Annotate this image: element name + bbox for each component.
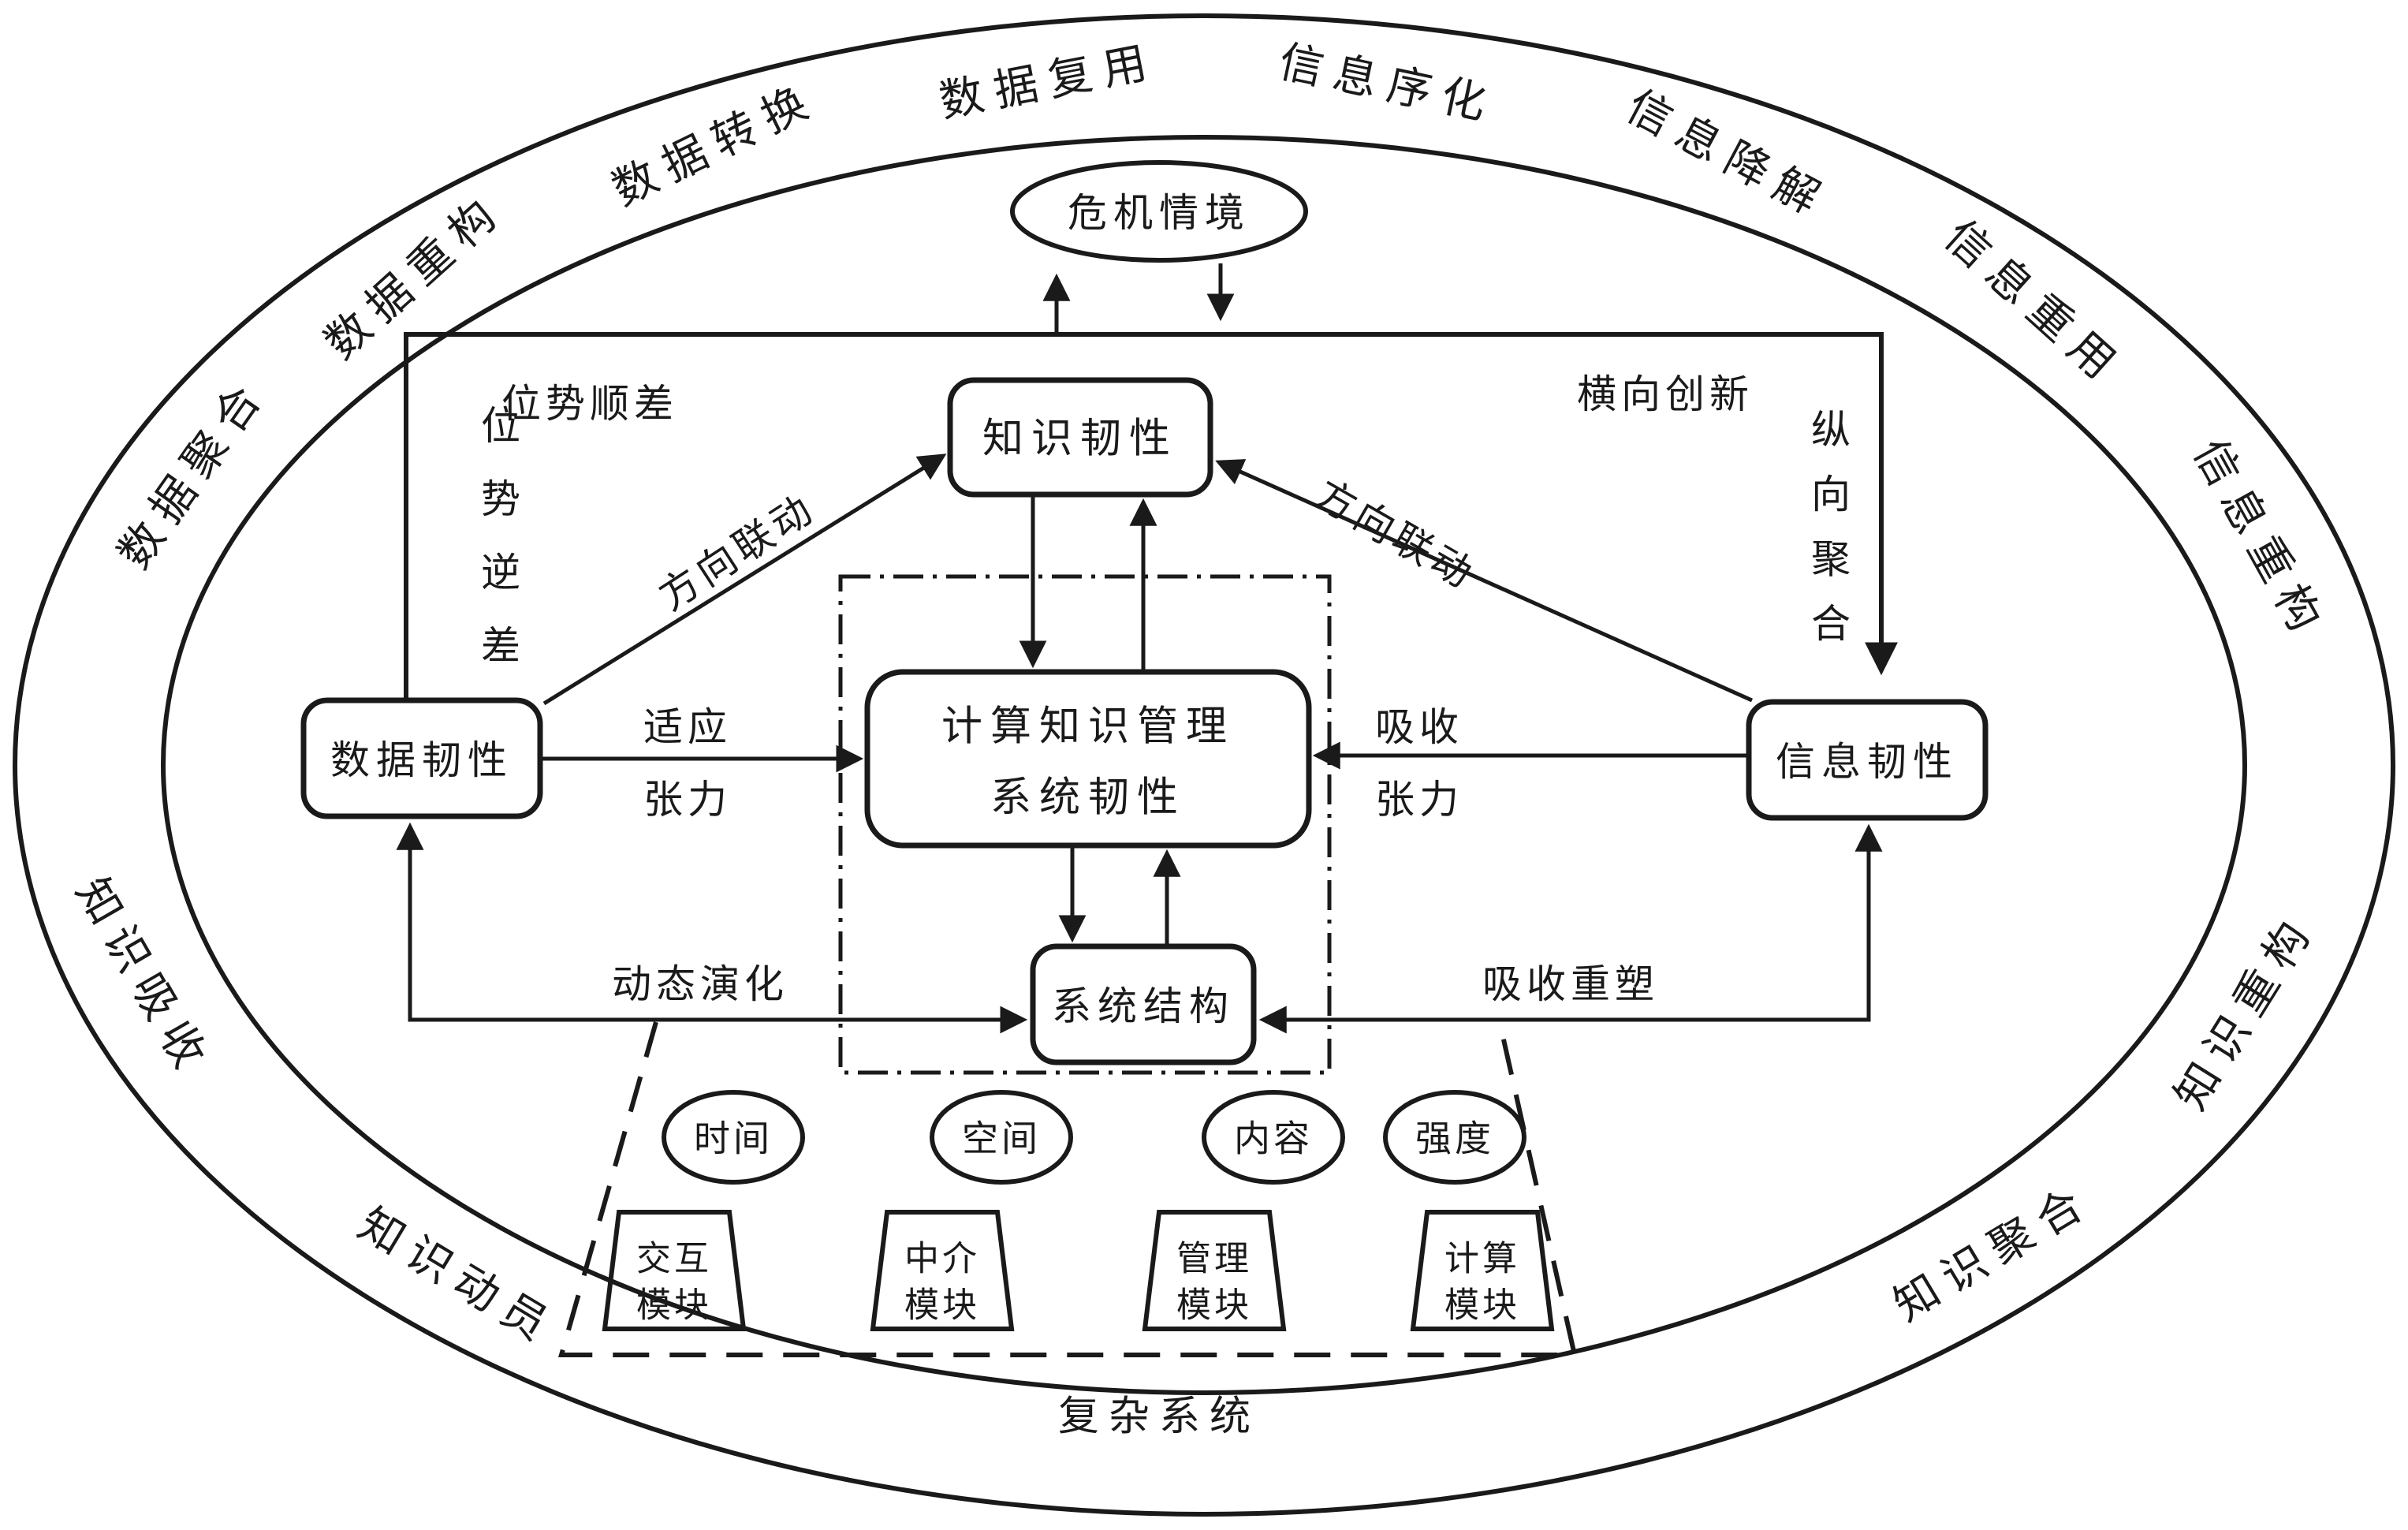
connectors bbox=[396, 453, 1883, 1034]
knowledge-resilience-label: 知识韧性 bbox=[982, 417, 1178, 462]
dashed-platform bbox=[558, 1021, 1578, 1357]
ring-label-data-conversion: 数据转换 bbox=[606, 75, 826, 215]
ring-label-info-reuse: 信息重用 bbox=[1935, 211, 2132, 395]
horizontal-innovation-label: 横向创新 bbox=[1577, 372, 1754, 416]
intensity-label: 强度 bbox=[1415, 1119, 1494, 1159]
mediation-module-label2: 模块 bbox=[904, 1286, 980, 1325]
management-module-shape bbox=[1142, 1210, 1287, 1331]
elbow-structure-info bbox=[1258, 823, 1883, 1034]
direction-linkage-left-label: 方向联动 bbox=[651, 486, 823, 619]
absorb-reshape-label: 吸收重塑 bbox=[1482, 962, 1659, 1006]
dimension-ellipses: 时间 空间 内容 强度 bbox=[662, 1090, 1526, 1185]
mediation-module-label1: 中介 bbox=[904, 1240, 980, 1278]
ring-label-knowledge-absorption: 知识吸收 bbox=[66, 870, 219, 1085]
absorb-tension-line1: 吸收 bbox=[1375, 705, 1463, 749]
potential-surplus-label: 位势顺差 bbox=[501, 382, 678, 426]
outer-ellipse bbox=[13, 13, 2395, 1517]
elbow-structure-data bbox=[396, 822, 1028, 1034]
frame-path bbox=[404, 332, 1898, 700]
module-trapezoids: 交互 模块 中介 模块 管理 模块 计算 模块 bbox=[602, 1210, 1555, 1331]
adapt-tension-line1: 适应 bbox=[643, 705, 732, 749]
info-resilience-label: 信息韧性 bbox=[1776, 740, 1959, 784]
complex-system-label: 复杂系统 bbox=[1058, 1395, 1260, 1440]
ring-label-info-degradation: 信息降解 bbox=[1619, 82, 1836, 229]
system-structure-label: 系统结构 bbox=[1052, 984, 1235, 1028]
crisis-context: 危机情境 bbox=[1010, 160, 1308, 334]
info-resilience-box bbox=[1746, 699, 1989, 821]
nodes: 知识韧性 计算知识管理 系统韧性 数据韧性 信息韧性 系统结构 bbox=[300, 377, 1989, 1065]
knowledge-resilience-box bbox=[947, 377, 1213, 498]
ring-label-info-ordering: 信息序化 bbox=[1275, 38, 1501, 132]
computing-module-shape bbox=[1410, 1210, 1555, 1331]
space-ellipse bbox=[930, 1090, 1073, 1185]
interaction-module-label2: 模块 bbox=[636, 1286, 712, 1325]
core-system-label-line2: 系统韧性 bbox=[990, 776, 1186, 821]
time-ellipse bbox=[662, 1090, 805, 1185]
data-resilience-label: 数据韧性 bbox=[330, 738, 513, 782]
ring-label-data-reuse: 数据复用 bbox=[936, 37, 1162, 127]
dashdot-boundary bbox=[838, 574, 1332, 1075]
inner-ellipse bbox=[161, 135, 2247, 1395]
ring-label-knowledge-mobilization: 知识动员 bbox=[350, 1200, 565, 1355]
crisis-ellipse bbox=[1010, 160, 1308, 263]
mediation-module-shape bbox=[870, 1210, 1015, 1331]
content-label: 内容 bbox=[1234, 1119, 1313, 1159]
management-module-label1: 管理 bbox=[1176, 1240, 1252, 1278]
potential-deficit-label: 位势逆差 bbox=[481, 404, 520, 668]
ring-label-info-restructure: 信息重构 bbox=[2184, 432, 2334, 649]
adapt-tension-line2: 张力 bbox=[643, 778, 732, 822]
management-module-label2: 模块 bbox=[1176, 1286, 1252, 1325]
core-system-box bbox=[864, 669, 1312, 849]
space-label: 空间 bbox=[962, 1119, 1041, 1159]
core-system-label-line1: 计算知识管理 bbox=[941, 705, 1235, 750]
interaction-module-label1: 交互 bbox=[636, 1240, 712, 1278]
time-label: 时间 bbox=[694, 1119, 773, 1159]
ring-label-data-aggregation: 数据聚合 bbox=[110, 369, 276, 578]
vertical-aggregation-label: 纵向聚合 bbox=[1811, 408, 1851, 646]
direction-linkage-right-label: 方向联动 bbox=[1308, 472, 1483, 598]
computing-module-label2: 模块 bbox=[1444, 1286, 1520, 1325]
computing-module-label1: 计算 bbox=[1444, 1240, 1520, 1278]
interaction-module-shape bbox=[602, 1210, 747, 1331]
ring-label-knowledge-aggregation: 知识聚合 bbox=[1886, 1175, 2100, 1330]
crisis-label: 危机情境 bbox=[1068, 191, 1251, 235]
arrow-data-to-knowledge-diagonal bbox=[542, 453, 947, 706]
ring-label-knowledge-restructure: 知识重构 bbox=[2167, 905, 2325, 1118]
dynamic-evolution-label: 动态演化 bbox=[612, 962, 788, 1006]
intensity-ellipse bbox=[1383, 1090, 1526, 1185]
ring-label-data-restructure: 数据重构 bbox=[316, 185, 513, 368]
content-ellipse bbox=[1202, 1090, 1345, 1185]
outer-frame bbox=[404, 332, 1898, 700]
system-structure-box bbox=[1030, 943, 1257, 1065]
absorb-tension-line2: 张力 bbox=[1375, 778, 1463, 822]
arrow-info-to-knowledge-diagonal bbox=[1215, 459, 1754, 703]
